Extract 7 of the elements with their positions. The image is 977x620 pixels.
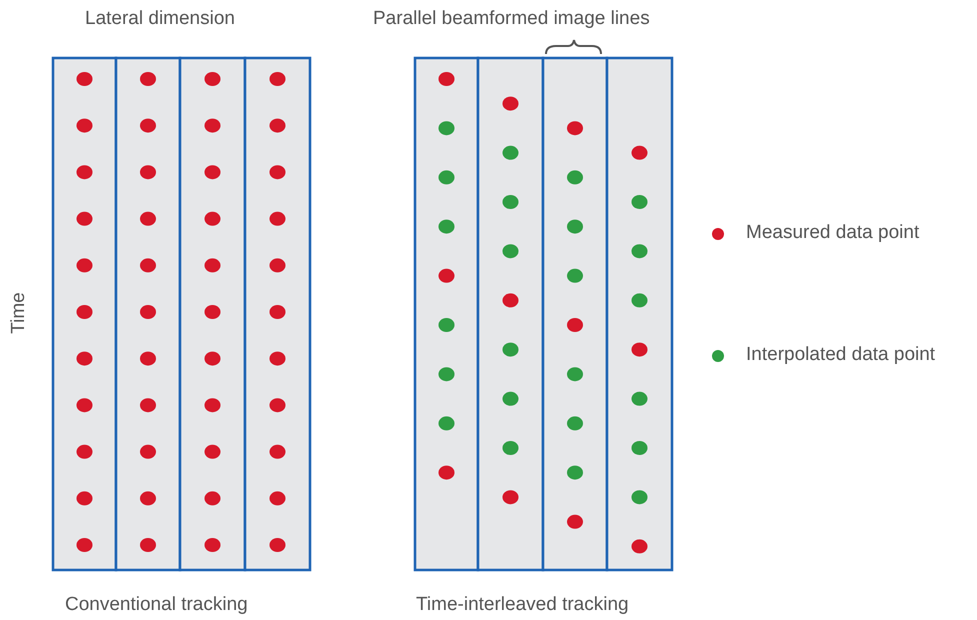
axis-label: Lateral dimension: [85, 8, 235, 30]
panel-caption: Conventional tracking: [65, 594, 248, 616]
legend-label: Measured data point: [746, 222, 920, 244]
axis-label: Time: [8, 292, 30, 334]
legend-label: Interpolated data point: [746, 344, 936, 366]
panel-caption: Time-interleaved tracking: [416, 594, 629, 616]
annotation-label: Parallel beamformed image lines: [373, 8, 650, 30]
